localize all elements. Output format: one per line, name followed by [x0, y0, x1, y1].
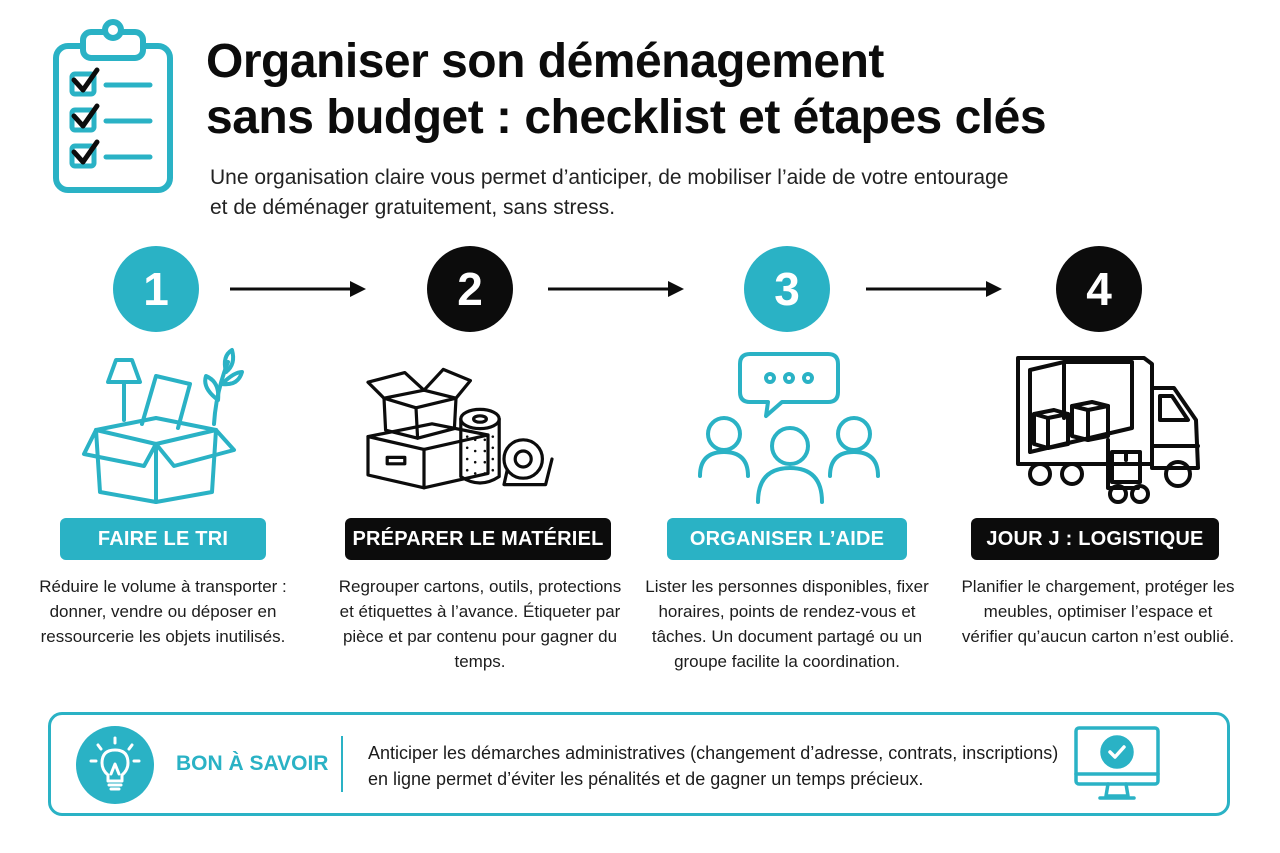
- tip-text: Anticiper les démarches administratives …: [368, 740, 1058, 792]
- step-4-description: Planifier le chargement, protéger les me…: [961, 577, 1235, 646]
- step-4-label: JOUR J : LOGISTIQUE: [971, 518, 1219, 560]
- step-3-label: ORGANISER L’AIDE: [667, 518, 907, 560]
- step-1-description: Réduire le volume à transporter : donner…: [39, 577, 287, 646]
- tip-box: [48, 712, 1230, 816]
- step-1-number: 1: [113, 246, 199, 332]
- arrow-right-icon: [866, 281, 1002, 297]
- step-4-number: 4: [1056, 246, 1142, 332]
- clipboard-checklist-icon: [53, 19, 173, 193]
- step-3-description: Lister les personnes disponibles, fixer …: [645, 577, 929, 671]
- step-2-description: Regrouper cartons, outils, protections e…: [338, 577, 622, 671]
- tip-text-line2: en ligne permet d’éviter les pénalités e…: [368, 769, 924, 789]
- page-title-line1: Organiser son déménagement: [206, 35, 884, 88]
- packing-supplies-icon: [366, 367, 554, 490]
- tip-text-line1: Anticiper les démarches administratives …: [368, 743, 1059, 763]
- arrow-right-icon: [230, 281, 366, 297]
- page-subtitle: Une organisation claire vous permet d’an…: [210, 163, 1008, 223]
- page-title-line2: sans budget : checklist et étapes clés: [206, 91, 1047, 144]
- step-3-number: 3: [744, 246, 830, 332]
- tip-divider: [341, 736, 343, 792]
- page-subtitle-line2: et de déménager gratuitement, sans stres…: [210, 196, 616, 219]
- step-2-label: PRÉPARER LE MATÉRIEL: [345, 518, 611, 560]
- arrow-right-icon: [548, 281, 684, 297]
- step-1-label: FAIRE LE TRI: [60, 518, 266, 560]
- people-group-chat-icon: [698, 352, 880, 504]
- open-box-sorting-icon: [82, 348, 244, 504]
- moving-truck-icon: [1016, 356, 1200, 504]
- page-title: Organiser son déménagement sans budget :…: [206, 34, 1047, 146]
- monitor-check-icon: [1074, 726, 1160, 800]
- step-2-number: 2: [427, 246, 513, 332]
- tip-label: BON À SAVOIR: [176, 752, 329, 775]
- lightbulb-icon: [89, 736, 141, 791]
- page-subtitle-line1: Une organisation claire vous permet d’an…: [210, 166, 1009, 189]
